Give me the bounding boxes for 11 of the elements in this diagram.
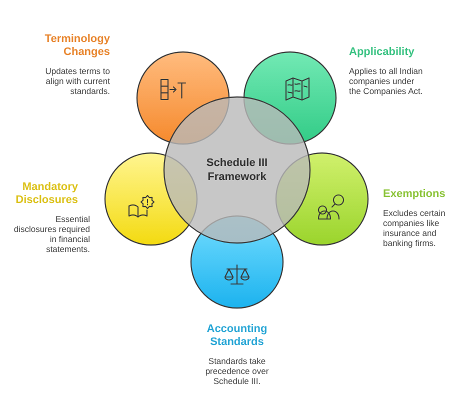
section-description: Updates terms to align with current standards.	[44, 66, 110, 96]
section-heading: Exemptions	[383, 188, 446, 201]
section-description: Standards take precedence over Schedule III.	[204, 356, 270, 386]
section-heading: Terminology Changes	[44, 33, 110, 59]
center-title: Schedule III Framework	[205, 156, 269, 184]
section-description: Essential disclosures required in financial statements.	[12, 214, 90, 254]
section-heading: Mandatory Disclosures	[14, 181, 78, 207]
section-description: Excludes certain companies like insurance and banking firms.	[383, 208, 446, 248]
section-heading: Applicability	[349, 46, 416, 59]
section-heading: Accounting Standards	[206, 323, 268, 349]
section-description: Applies to all Indian companies under the Companies Act.	[349, 66, 424, 96]
